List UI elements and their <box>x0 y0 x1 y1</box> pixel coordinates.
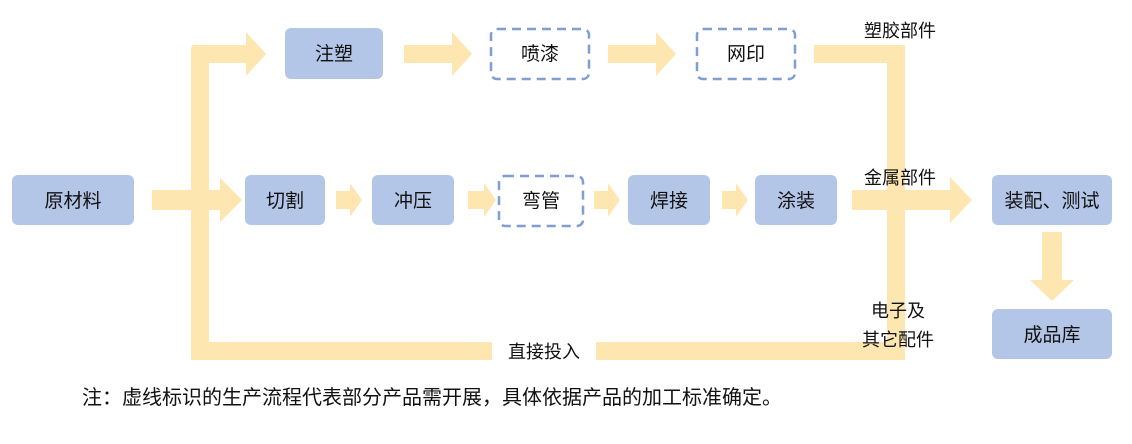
svg-text:装配、测试: 装配、测试 <box>1004 190 1099 212</box>
arrow-trunk-to-injection <box>191 32 266 76</box>
node-bending: 弯管 <box>497 174 585 228</box>
arrow-stamping-to-bending <box>468 183 496 217</box>
line-direct-input-left <box>191 342 492 360</box>
svg-text:涂装: 涂装 <box>777 190 815 212</box>
node-cutting: 切割 <box>245 175 325 225</box>
label-plastic-parts: 塑胶部件 <box>864 21 936 42</box>
svg-text:切割: 切割 <box>266 190 304 212</box>
label-electronic-line1: 电子及 <box>871 301 925 322</box>
label-direct-input: 直接投入 <box>508 342 580 363</box>
arrow-coating-to-assembly <box>852 177 972 223</box>
line-silkscreen-out <box>814 45 905 63</box>
svg-text:喷漆: 喷漆 <box>521 43 559 65</box>
svg-text:注塑: 注塑 <box>315 43 353 65</box>
svg-text:冲压: 冲压 <box>394 190 432 212</box>
label-electronic-line2: 其它配件 <box>862 330 934 351</box>
trunk-left-vertical <box>191 47 209 360</box>
svg-text:原材料: 原材料 <box>44 190 101 212</box>
node-welding: 焊接 <box>628 175 710 225</box>
node-raw-material: 原材料 <box>12 175 134 225</box>
arrow-assembly-to-finished <box>1030 232 1074 301</box>
node-assembly-test: 装配、测试 <box>992 175 1112 225</box>
arrow-injection-to-spray <box>404 32 472 76</box>
arrow-spray-to-silkscreen <box>608 32 676 76</box>
node-injection: 注塑 <box>285 28 383 79</box>
arrow-welding-to-coating <box>722 183 748 217</box>
node-spray-paint: 喷漆 <box>489 27 591 81</box>
line-direct-input-right <box>596 342 905 360</box>
arrow-bending-to-welding <box>594 183 620 217</box>
footnote: 注：虚线标识的生产流程代表部分产品需开展，具体依据产品的加工标准确定。 <box>82 385 782 409</box>
node-finished-goods: 成品库 <box>992 309 1112 359</box>
svg-text:网印: 网印 <box>727 43 765 65</box>
svg-text:弯管: 弯管 <box>522 190 560 212</box>
svg-text:成品库: 成品库 <box>1023 324 1080 346</box>
node-stamping: 冲压 <box>372 175 454 225</box>
svg-text:焊接: 焊接 <box>650 190 688 212</box>
node-coating: 涂装 <box>755 175 837 225</box>
node-silkscreen: 网印 <box>695 27 797 81</box>
label-metal-parts: 金属部件 <box>864 168 936 189</box>
arrow-cutting-to-stamping <box>336 183 362 217</box>
